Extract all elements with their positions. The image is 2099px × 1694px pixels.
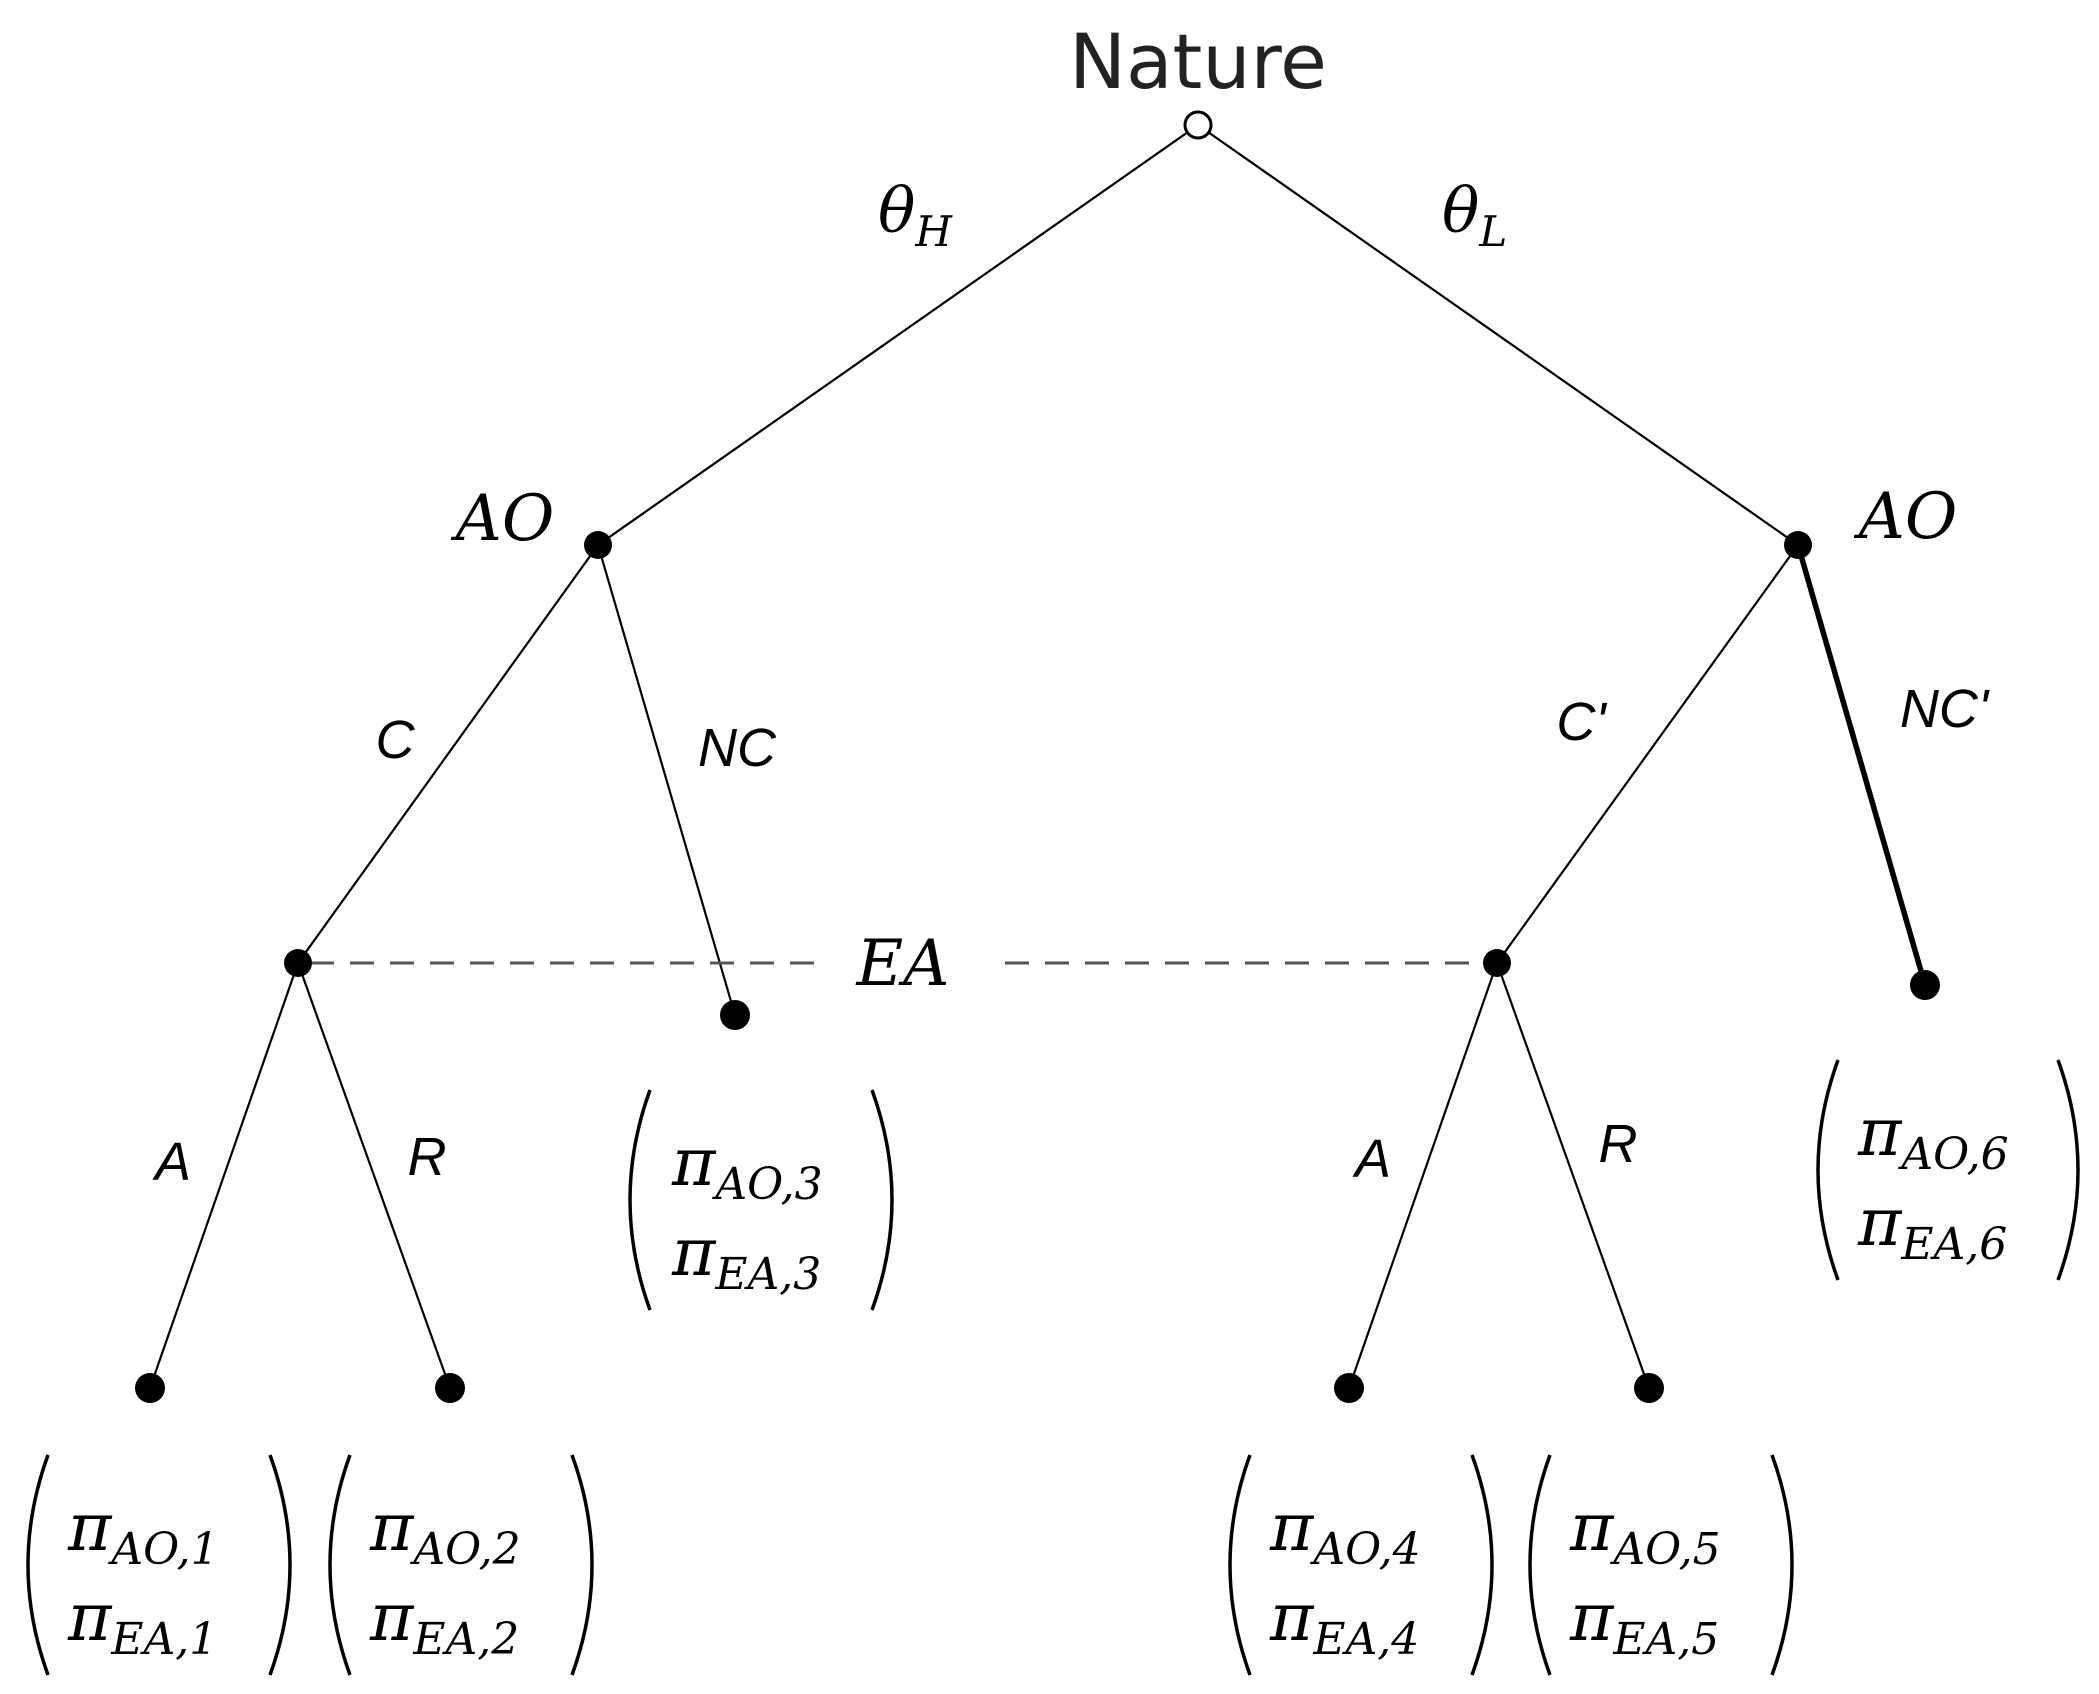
payoff-2-ea: πEA,2 [369, 1579, 519, 1665]
nature-label: Nature [1069, 17, 1327, 106]
payoff-3-ao: πAO,3 [671, 1124, 823, 1210]
terminal-node-4 [1334, 1373, 1364, 1403]
payoff-vector-3: πAO,3 πEA,3 [628, 1089, 894, 1311]
payoff-6-ea: πEA,6 [1857, 1184, 2007, 1270]
payoff-5-ea: πEA,5 [1569, 1579, 1719, 1665]
right-paren [2056, 1059, 2080, 1281]
theta-h-label: θH [878, 174, 953, 256]
edge-a-right [1347, 962, 1499, 1389]
ea-info-set-label: EA [856, 927, 950, 1001]
move-r-left-label: R [408, 1127, 447, 1187]
edge-r-left [296, 962, 452, 1389]
move-nc-prime-label: NC' [1900, 679, 1990, 739]
payoff-2-ao: πAO,2 [369, 1489, 521, 1575]
ao-right-node [1784, 531, 1812, 559]
ea-left-node [284, 949, 312, 977]
payoff-4-ea: πEA,4 [1269, 1579, 1419, 1665]
edge-c-prime [1496, 544, 1799, 964]
payoff-vector-6: πAO,6 πEA,6 [1816, 1059, 2080, 1281]
right-paren [268, 1454, 292, 1676]
left-paren [1228, 1454, 1252, 1676]
payoff-6-ao: πAO,6 [1857, 1094, 2009, 1180]
left-paren [628, 1089, 652, 1311]
right-paren [1470, 1454, 1494, 1676]
terminal-node-6 [1910, 970, 1940, 1000]
payoff-4-ao: πAO,4 [1269, 1489, 1421, 1575]
payoff-vector-5: πAO,5 πEA,5 [1528, 1454, 1794, 1676]
move-c-label: C [376, 710, 416, 770]
left-paren [1528, 1454, 1552, 1676]
edge-nc-prime [1795, 544, 1928, 986]
edge-theta-l [1197, 124, 1799, 546]
terminal-node-1 [135, 1373, 165, 1403]
move-a-left-label: A [152, 1132, 191, 1192]
payoff-3-ea: πEA,3 [671, 1214, 821, 1300]
ao-left-node [584, 531, 612, 559]
payoff-vector-2: πAO,2 πEA,2 [328, 1454, 594, 1676]
move-nc-label: NC [698, 718, 777, 778]
edge-a-left [148, 962, 300, 1389]
left-paren [328, 1454, 352, 1676]
payoff-vector-4: πAO,4 πEA,4 [1228, 1454, 1494, 1676]
right-paren [570, 1454, 594, 1676]
edge-c [297, 544, 599, 964]
ao-right-label: AO [1854, 480, 1958, 554]
move-a-right-label: A [1352, 1129, 1391, 1189]
edge-nc [596, 544, 737, 1016]
payoff-1-ea: πEA,1 [67, 1579, 217, 1665]
edge-r-right [1495, 962, 1651, 1389]
terminal-node-3 [720, 1000, 750, 1030]
theta-l-label: θL [1442, 174, 1507, 256]
terminal-node-2 [435, 1373, 465, 1403]
move-c-prime-label: C' [1556, 692, 1607, 752]
payoff-5-ao: πAO,5 [1569, 1489, 1721, 1575]
left-paren [26, 1454, 50, 1676]
nature-root-node [1183, 110, 1213, 140]
left-paren [1816, 1059, 1840, 1281]
right-paren [1770, 1454, 1794, 1676]
payoff-vector-1: πAO,1 πEA,1 [26, 1454, 292, 1676]
payoff-1-ao: πAO,1 [67, 1489, 219, 1575]
edge-theta-h [597, 124, 1199, 546]
ao-left-label: AO [451, 482, 555, 556]
right-paren [870, 1089, 894, 1311]
ea-right-node [1483, 949, 1511, 977]
terminal-node-5 [1634, 1373, 1664, 1403]
move-r-right-label: R [1599, 1114, 1638, 1174]
